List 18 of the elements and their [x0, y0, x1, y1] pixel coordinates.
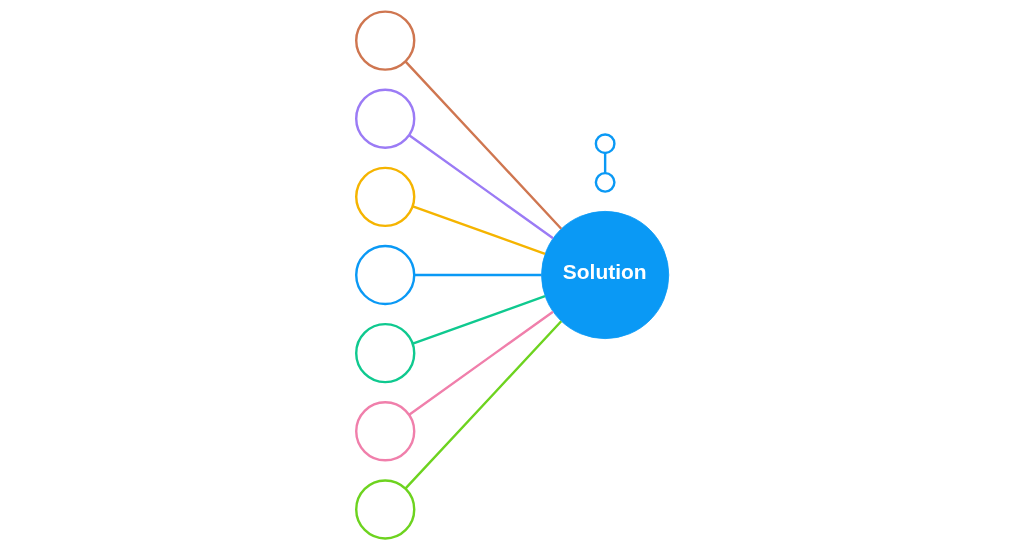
connector [411, 295, 545, 345]
connector [603, 153, 606, 173]
connector [411, 205, 545, 255]
node-circle [354, 244, 415, 306]
connector [413, 273, 541, 277]
node-circle [354, 88, 415, 149]
node-circle [594, 133, 616, 155]
connector [404, 60, 562, 230]
connector [408, 134, 554, 240]
node-circle [594, 171, 616, 193]
node-circle [354, 479, 415, 540]
node-circle [354, 322, 415, 384]
node-circle: Solution [540, 210, 669, 340]
connector [404, 320, 562, 490]
node-circle [354, 166, 415, 228]
connector [408, 310, 554, 416]
node-circle [354, 10, 415, 71]
node-circle [354, 401, 415, 462]
